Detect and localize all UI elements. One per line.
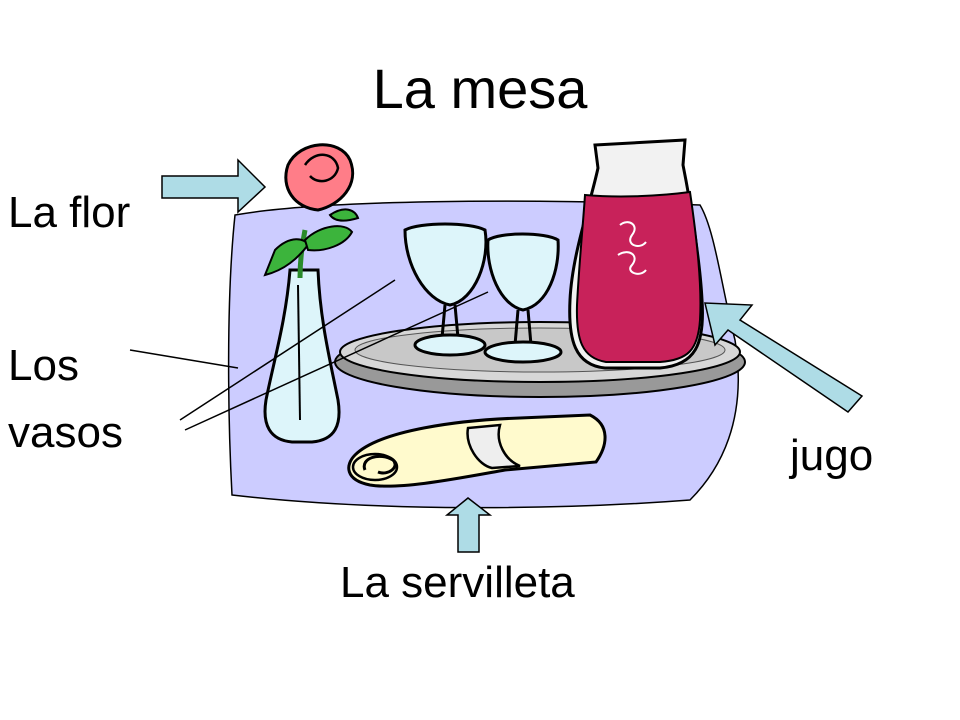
label-jugo: jugo bbox=[790, 431, 874, 480]
arrow-to-servilleta bbox=[444, 497, 493, 553]
label-vasos-line2: vasos bbox=[8, 408, 123, 457]
wine-glass-right bbox=[483, 232, 563, 364]
vase bbox=[263, 268, 341, 444]
arrow-to-flor bbox=[161, 158, 267, 214]
label-flor: La flor bbox=[8, 188, 131, 237]
page-title: La mesa bbox=[372, 57, 588, 120]
juice-carafe bbox=[568, 138, 704, 370]
napkin bbox=[347, 413, 607, 488]
wine-glass-left bbox=[403, 222, 488, 357]
rose bbox=[263, 143, 360, 279]
label-servilleta: La servilleta bbox=[340, 558, 575, 607]
arrow-to-jugo bbox=[704, 302, 864, 413]
vasos-pointer-lines bbox=[129, 279, 489, 431]
label-vasos-line1: Los bbox=[8, 341, 79, 390]
